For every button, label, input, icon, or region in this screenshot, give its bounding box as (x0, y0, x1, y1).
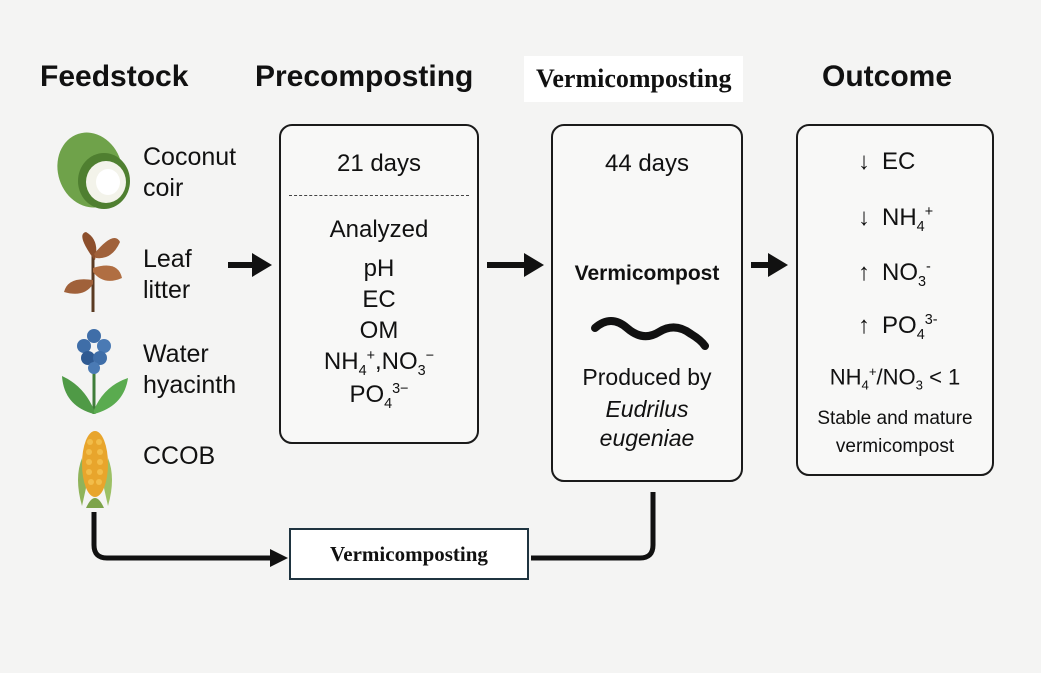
ratio-no3-sub: 3 (915, 377, 923, 393)
param-nh4: NH (323, 348, 359, 375)
heading-feedstock: Feedstock (40, 60, 189, 93)
precomposting-analyzed: Analyzed (329, 216, 429, 243)
param-comma: , (375, 348, 382, 375)
param-po4-base: PO (349, 381, 385, 408)
bottom-vermicomposting-box: Vermicomposting (289, 528, 529, 580)
arrow-vermicomposting-to-outcome (751, 253, 788, 277)
outcome-ratio: NH4+/NO3 < 1 (798, 364, 992, 393)
ratio-nh4-sub: 4 (861, 377, 869, 393)
outcome-nh4-label: NH (882, 204, 917, 231)
ratio-tail: < 1 (922, 364, 961, 390)
precomposting-duration: 21 days (336, 150, 422, 177)
feedstock-leaf-line1: Leaf (143, 245, 192, 273)
ratio-nh4: NH (829, 364, 862, 390)
outcome-nh4-sub: 4 (916, 218, 925, 235)
precomposting-box: 21 days Analyzed pH EC OM NH4+,NO3− PO43… (279, 124, 479, 444)
feedstock-ccob: CCOB (143, 441, 263, 472)
water-hyacinth-icon (62, 329, 128, 414)
arrow-up-icon: ↑ (858, 312, 870, 339)
outcome-conclusion-line1: Stable and mature (817, 408, 973, 429)
ratio-nh4-sup: + (868, 364, 877, 379)
outcome-po4-label: PO (882, 312, 917, 339)
vermicomposting-box: 44 days Vermicompost Produced by Eudrilu… (551, 124, 743, 482)
bottom-path-line (91, 492, 656, 567)
outcome-no3-label: NO (882, 259, 918, 286)
outcome-conclusion-line2: vermicompost (835, 436, 955, 457)
param-om: OM (359, 317, 399, 344)
heading-vermicomposting: Vermicomposting (524, 56, 744, 102)
feedstock-ccob-line1: CCOB (143, 442, 216, 470)
outcome-nh4-sup: + (924, 204, 934, 220)
outcome-po4: ↑ PO43- (854, 312, 938, 343)
outcome-no3: ↑ NO3- (854, 259, 931, 290)
outcome-box: ↓EC ↓NH4+ ↑NO3- ↑PO43- NH4+/NO3 < 1 Stab… (796, 124, 994, 476)
outcome-po4-sub: 4 (916, 326, 925, 343)
feedstock-leaf-litter: Leaf litter (143, 244, 263, 306)
outcome-nh4: ↓ NH4+ (854, 204, 933, 235)
param-no3-sup: − (425, 348, 435, 364)
arrow-down-icon: ↓ (858, 148, 870, 175)
arrow-precomposting-to-vermicomposting (487, 253, 544, 277)
feedstock-water-hyacinth: Water hyacinth (143, 339, 263, 401)
produced-by-label: Produced by (582, 364, 712, 390)
param-ph: pH (363, 255, 395, 282)
feedstock-hyacinth-line1: Water (143, 340, 209, 368)
feedstock-coconut-line1: Coconut (143, 143, 237, 171)
vermicompost-label: Vermicompost (574, 262, 720, 285)
feedstock-coconut-coir: Coconut coir (143, 142, 263, 204)
arrow-feedstock-to-precomposting (228, 253, 272, 277)
outcome-no3-sup: - (926, 259, 931, 275)
species-line1: Eudrilus (605, 396, 689, 422)
param-nh4-no3: NH4+,NO3− (281, 348, 477, 379)
param-ec: EC (362, 286, 396, 313)
param-nh4-sup: + (366, 348, 375, 364)
vermicomposting-duration: 44 days (604, 150, 690, 177)
outcome-no3-sub: 3 (918, 273, 927, 290)
arrow-down-icon: ↓ (858, 204, 870, 231)
param-nh4-sub: 4 (358, 362, 367, 379)
feedstock-coconut-line2: coir (143, 174, 184, 202)
heading-precomposting: Precomposting (255, 60, 474, 93)
corn-cob-icon (78, 431, 112, 508)
precomposting-divider (289, 195, 469, 196)
feedstock-hyacinth-line2: hyacinth (143, 371, 237, 399)
feedstock-leaf-line2: litter (143, 276, 191, 304)
species-line2: eugeniae (599, 425, 695, 451)
leaf-icon (64, 232, 122, 312)
outcome-ec-label: EC (882, 148, 916, 175)
outcome-po4-sup: 3- (924, 312, 938, 328)
coconut-icon (57, 132, 130, 209)
param-no3-sub: 3 (417, 362, 426, 379)
param-no3: NO (381, 348, 418, 375)
worm-icon (591, 317, 709, 350)
ratio-no3: /NO (876, 364, 916, 390)
param-po4: PO43− (281, 381, 477, 412)
param-po4-sup: 3− (392, 381, 409, 397)
param-po4-sub: 4 (384, 395, 393, 412)
heading-outcome: Outcome (822, 60, 953, 93)
arrow-up-icon: ↑ (858, 259, 870, 286)
outcome-ec: ↓ EC (854, 148, 915, 176)
